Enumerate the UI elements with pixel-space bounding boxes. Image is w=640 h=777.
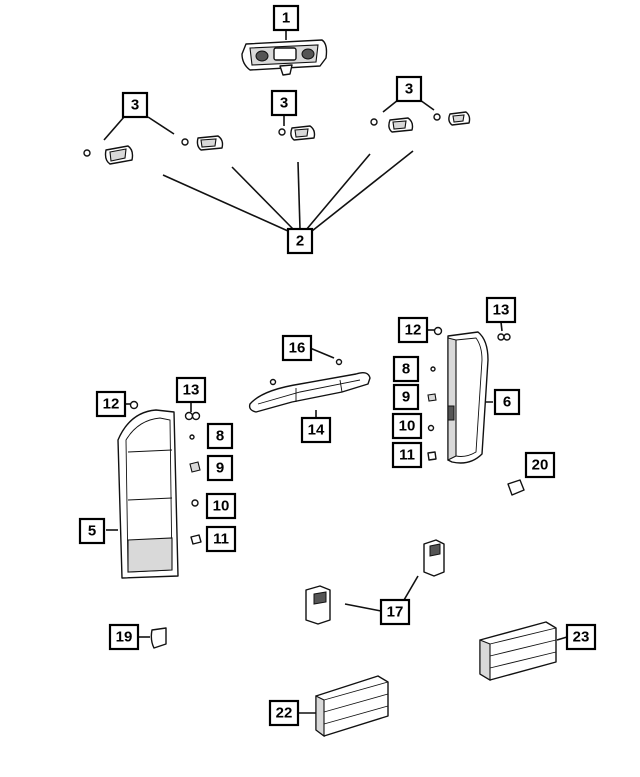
- svg-text:19: 19: [116, 629, 133, 646]
- svg-text:9: 9: [216, 460, 224, 477]
- callout-12-right: 12: [397, 316, 429, 344]
- leader-lines: [103, 30, 568, 714]
- svg-text:23: 23: [573, 629, 590, 646]
- svg-text:12: 12: [405, 322, 422, 339]
- marker-lamp-center: [278, 125, 316, 141]
- callout-3-right: 3: [395, 75, 423, 103]
- callout-5: 5: [78, 517, 106, 545]
- marker-lamp-left-a: [83, 145, 134, 165]
- callout-10-right: 10: [391, 412, 423, 440]
- callout-3-center: 3: [270, 89, 298, 117]
- overhead-console-lamp: [241, 39, 328, 76]
- svg-text:8: 8: [216, 428, 224, 445]
- callout-8-left: 8: [206, 422, 234, 450]
- callout-14: 14: [300, 416, 332, 444]
- svg-text:22: 22: [276, 705, 293, 722]
- svg-text:11: 11: [399, 447, 415, 464]
- svg-text:10: 10: [213, 498, 230, 515]
- center-high-mount-lamp: [248, 358, 371, 413]
- svg-text:20: 20: [532, 457, 549, 474]
- callout-17: 17: [379, 598, 411, 626]
- svg-text:9: 9: [402, 389, 410, 406]
- callout-22: 22: [268, 699, 300, 727]
- combination-lamp-lower-left: [315, 675, 389, 738]
- callout-11-right: 11: [391, 441, 423, 469]
- license-lamp-lens: [507, 479, 525, 496]
- tail-lamp-right: [447, 331, 489, 464]
- callout-2: 2: [286, 227, 314, 255]
- combination-lamp-lower-right: [479, 621, 557, 681]
- callout-6: 6: [493, 388, 521, 416]
- callout-1: 1: [272, 4, 300, 32]
- callout-3-left: 3: [121, 91, 149, 119]
- reflector-small: [150, 627, 167, 649]
- svg-text:3: 3: [405, 81, 413, 98]
- marker-lamp-right-b: [433, 111, 471, 126]
- svg-text:14: 14: [308, 422, 325, 439]
- callout-19: 19: [108, 623, 140, 651]
- svg-text:3: 3: [280, 95, 288, 112]
- callout-9-left: 9: [206, 454, 234, 482]
- marker-lamp-left-b: [181, 135, 224, 151]
- svg-text:8: 8: [402, 361, 410, 378]
- svg-text:2: 2: [296, 233, 304, 250]
- svg-text:3: 3: [131, 97, 139, 114]
- callout-20: 20: [524, 451, 556, 479]
- svg-text:10: 10: [399, 418, 416, 435]
- callout-13-right: 13: [485, 296, 517, 324]
- svg-text:6: 6: [503, 394, 511, 411]
- callout-16: 16: [281, 334, 313, 362]
- svg-text:17: 17: [387, 604, 404, 621]
- callout-10-left: 10: [205, 492, 237, 520]
- svg-text:13: 13: [183, 382, 200, 399]
- right-fasteners: [427, 326, 511, 461]
- svg-text:16: 16: [289, 340, 306, 357]
- tail-lamp-left: [117, 409, 179, 579]
- callout-8-right: 8: [392, 355, 420, 383]
- svg-text:1: 1: [282, 10, 290, 27]
- svg-text:13: 13: [493, 302, 510, 319]
- svg-text:12: 12: [103, 396, 120, 413]
- callout-12-left: 12: [95, 390, 127, 418]
- left-fasteners: [129, 400, 202, 545]
- callout-23: 23: [565, 623, 597, 651]
- marker-lamp-right-a: [370, 117, 414, 133]
- callout-9-right: 9: [392, 383, 420, 411]
- backup-lamp-a: [305, 585, 331, 625]
- callout-13-left: 13: [175, 376, 207, 404]
- backup-lamp-b: [423, 539, 445, 577]
- svg-text:11: 11: [213, 531, 229, 548]
- svg-text:5: 5: [88, 523, 96, 540]
- callout-11-left: 11: [205, 525, 237, 553]
